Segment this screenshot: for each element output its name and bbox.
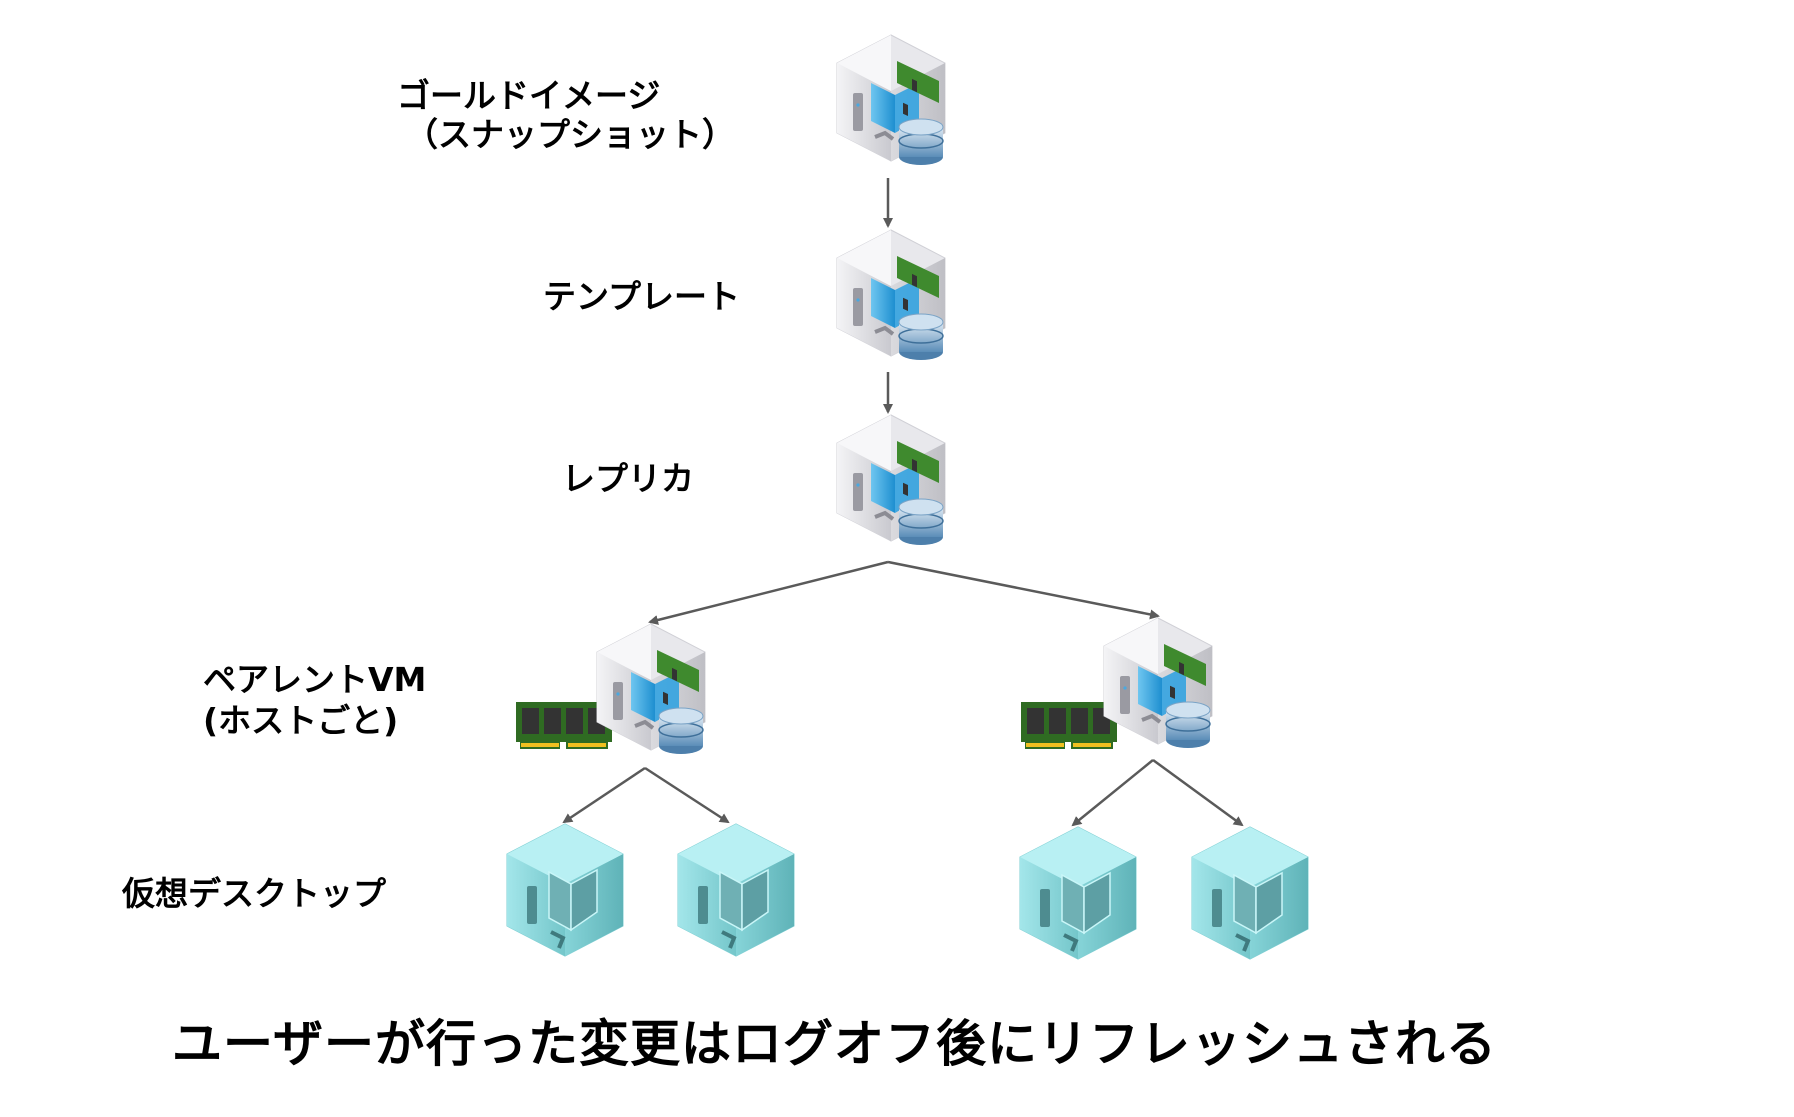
template-vm-icon xyxy=(835,228,947,374)
edge-replica-to-parent-1 xyxy=(648,560,889,625)
parent-vm-sublabel: (ホストごと) xyxy=(203,701,399,740)
gold-image-label: ゴールドイメージ xyxy=(397,76,661,115)
template-label: テンプレート xyxy=(543,277,741,316)
gold-image-sublabel: （スナップショット） xyxy=(405,115,735,154)
edge-replica-to-parent-2 xyxy=(887,560,1160,620)
virtual-desktop-4-icon xyxy=(1190,825,1310,967)
edge-parent-2-to-desktop-4 xyxy=(1152,758,1244,827)
parent-vm-2-icon xyxy=(1102,616,1214,762)
edge-parent-1-to-desktop-1 xyxy=(562,766,646,824)
edge-parent-2-to-desktop-3 xyxy=(1071,759,1154,827)
parent-vm-label: ペアレントVM xyxy=(203,660,427,699)
memory-module-icon xyxy=(516,702,612,754)
replica-label: レプリカ xyxy=(562,459,694,498)
refresh-caption: ユーザーが行った変更はログオフ後にリフレッシュされる xyxy=(172,1015,1497,1073)
virtual-desktop-3-icon xyxy=(1018,825,1138,967)
virtual-desktop-2-icon xyxy=(676,822,796,964)
replica-vm-icon xyxy=(835,413,947,559)
virtual-desktop-1-icon xyxy=(505,822,625,964)
parent-vm-1-icon xyxy=(595,622,707,768)
virtual-desktop-label: 仮想デスクトップ xyxy=(122,874,386,913)
gold-image-vm-icon xyxy=(835,33,947,179)
memory-module-icon xyxy=(1021,702,1117,754)
edge-parent-1-to-desktop-2 xyxy=(644,766,730,824)
